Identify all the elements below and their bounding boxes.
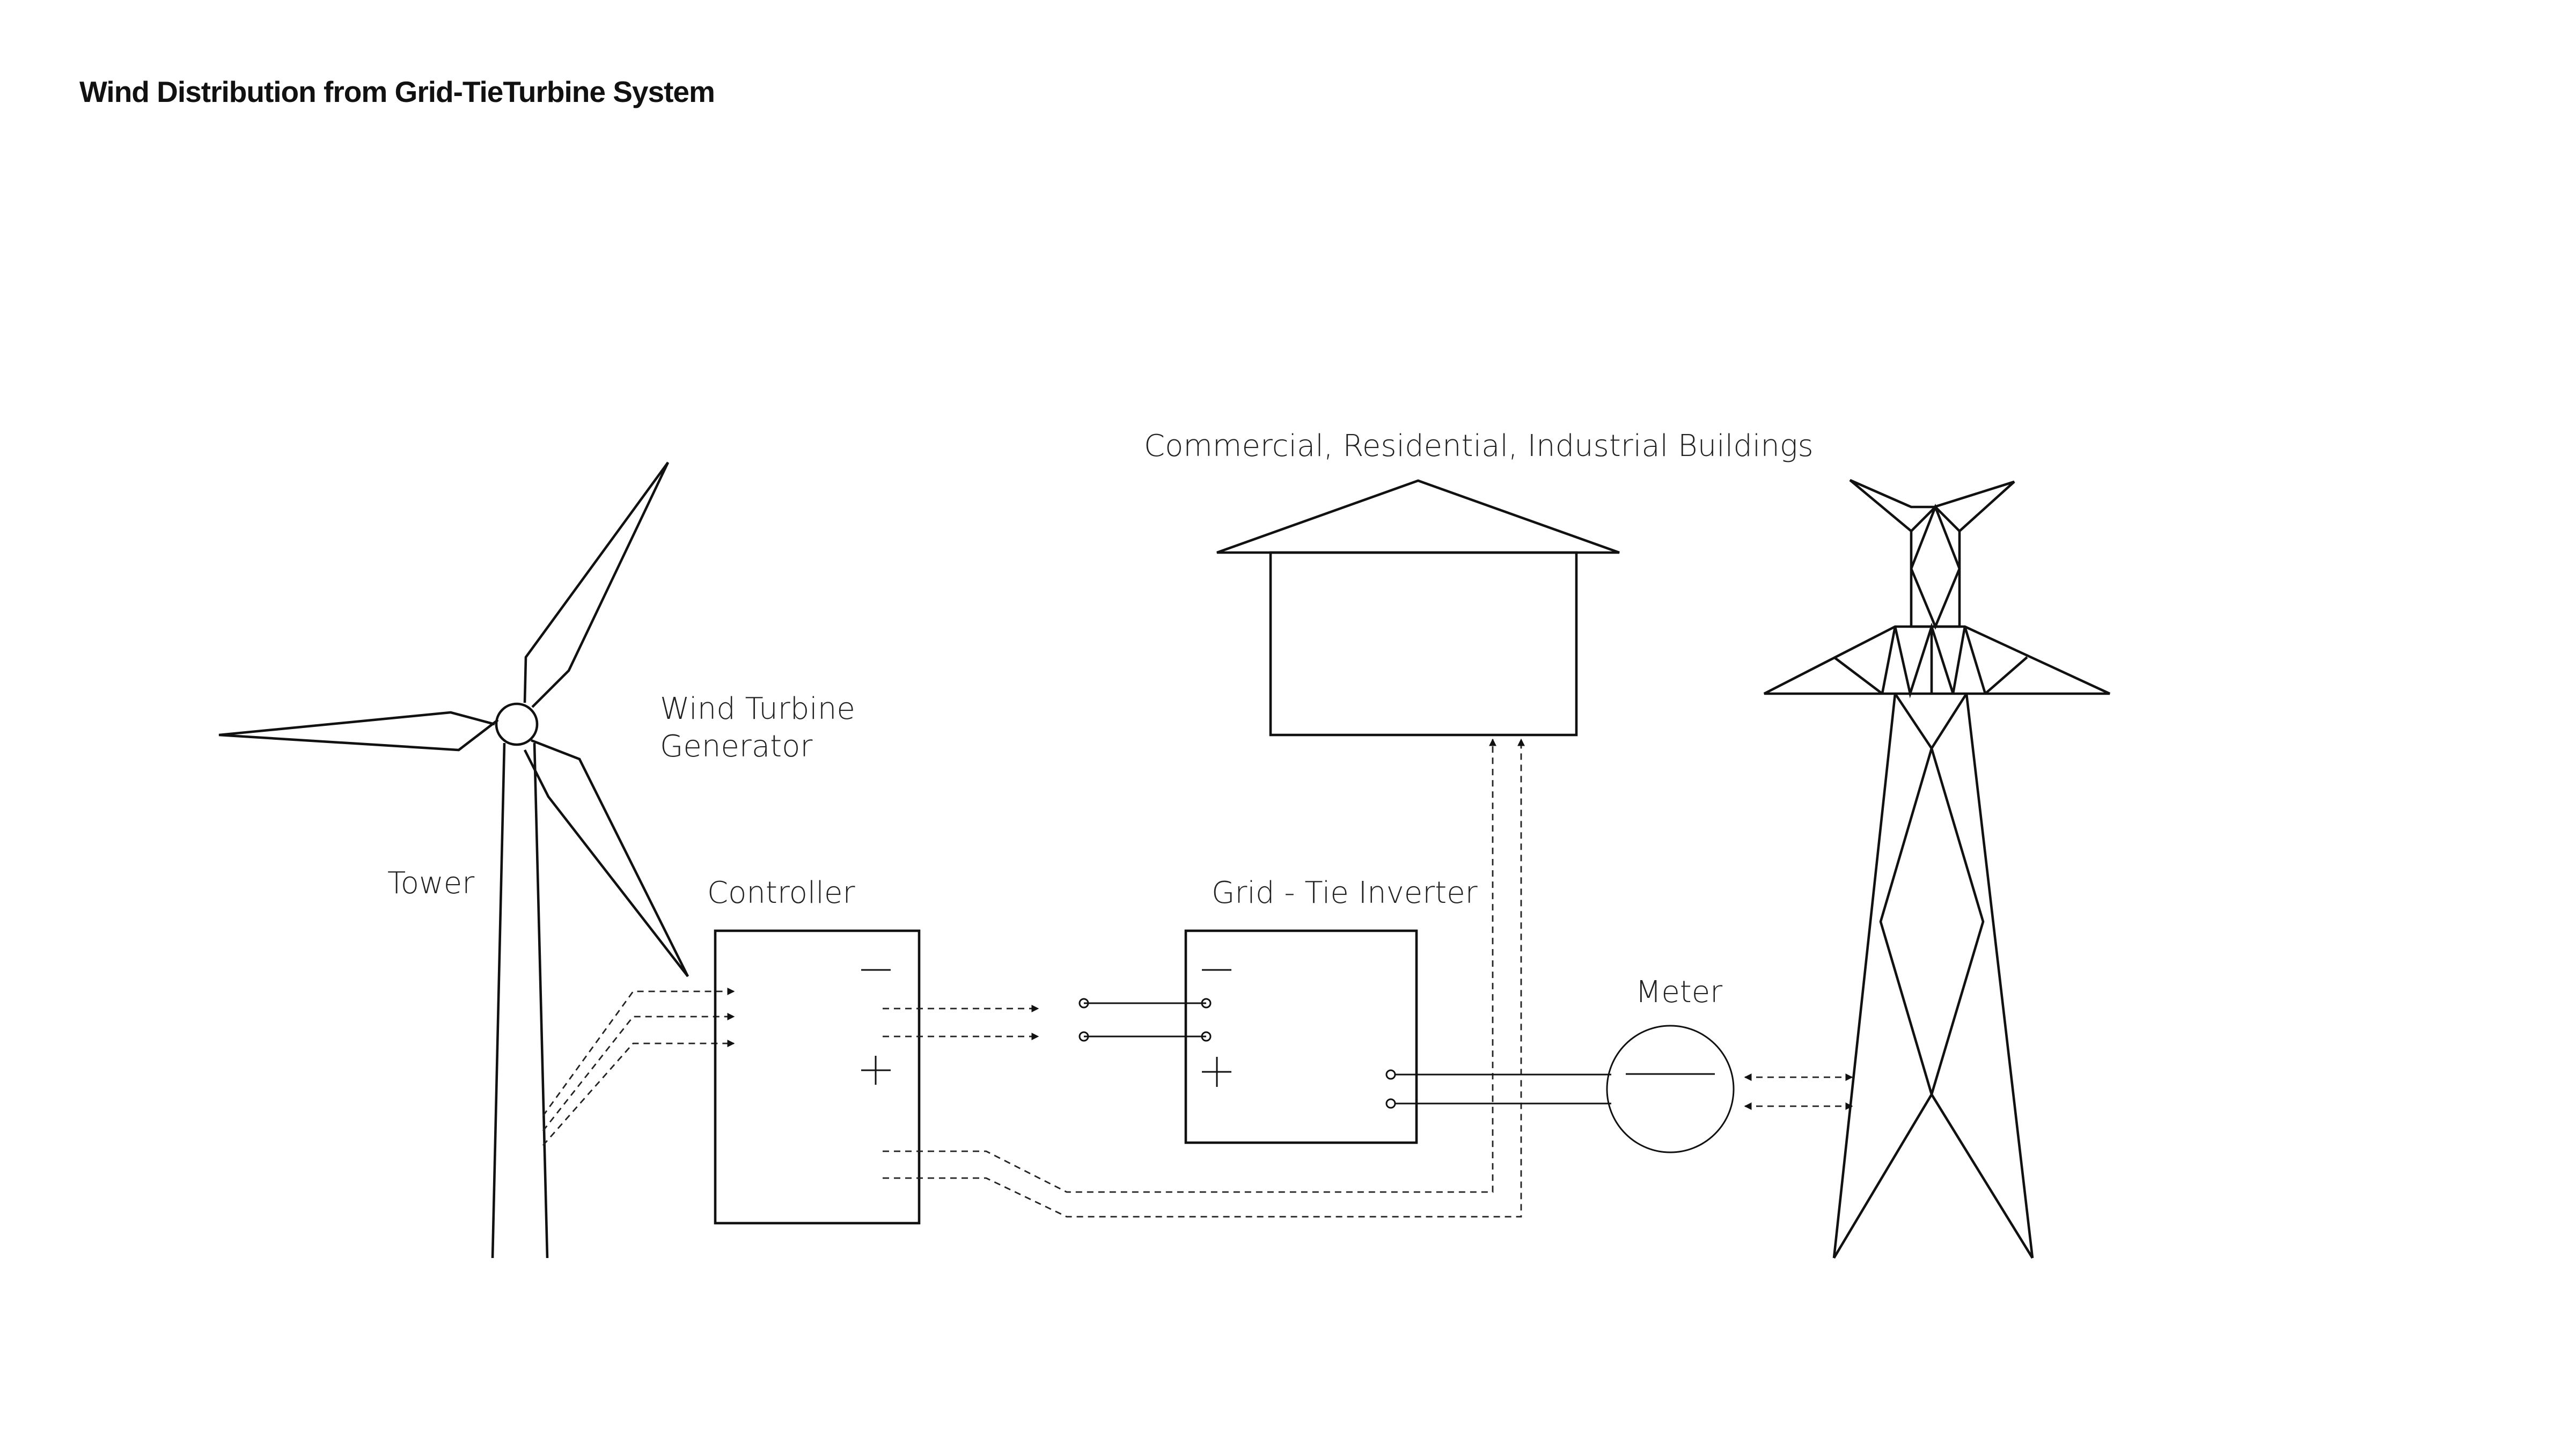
terminal-icon [1385,1098,1396,1109]
turbine-hub [495,702,539,746]
building-body [1269,551,1578,737]
wind-turbine [218,461,689,1259]
meter-to-grid-wires [1744,1073,1853,1110]
turbine-blade-upper [523,461,670,708]
controller-box [714,929,921,1225]
buildings-label: Commercial, Residential, Industrial Buil… [1144,429,1814,464]
inverter-label: Grid - Tie Inverter [1212,876,1478,910]
terminal-icon [1078,1031,1089,1042]
controller-label: Controller [707,876,855,910]
tower-label: Tower [387,866,474,901]
building-roof [1216,479,1620,554]
terminal-icon [1201,1031,1212,1042]
turbine-blade-left [218,711,499,752]
terminal-icon [1201,998,1212,1009]
terminal-icon [1385,1069,1396,1080]
controller-to-buildings-wires [883,738,1525,1218]
terminal-icon [1078,998,1089,1009]
turbine-blade-lower [523,739,689,977]
inverter-to-meter-wires [1395,1073,1611,1105]
plus-icon [861,1056,891,1085]
diagram-title: Wind Distribution from Grid-TieTurbine S… [79,75,715,108]
turbine-label-line2: Generator [660,729,812,764]
transmission-pylon [1763,479,2110,1259]
meter-label: Meter [1635,975,1722,1010]
turbine-label-line1: Wind Turbine [660,692,855,726]
turbine-to-controller-wires [542,988,735,1146]
controller-to-inverter-wires [883,1005,1039,1040]
turbine-tower [491,742,549,1259]
inverter-box [1078,929,1418,1144]
building [1216,479,1620,737]
plus-icon [1202,1057,1231,1087]
meter [1606,1025,1735,1153]
